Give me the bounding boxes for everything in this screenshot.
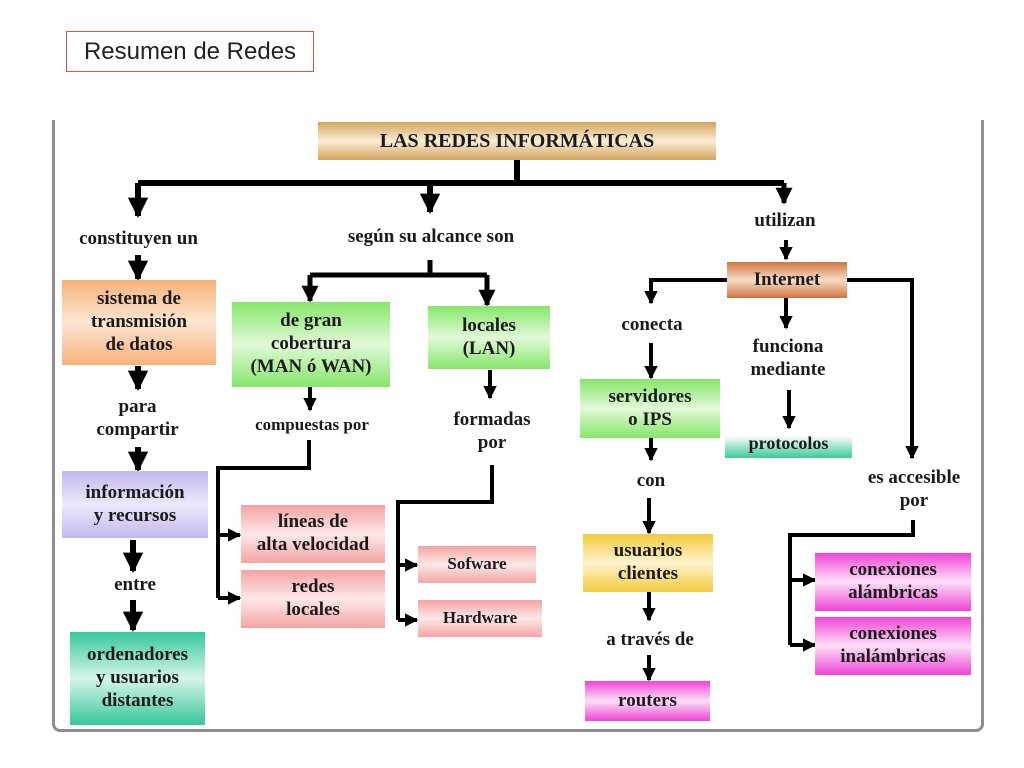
node-hardware: Hardware bbox=[418, 600, 542, 637]
node-sistema: sistema de transmisión de datos bbox=[62, 280, 216, 365]
label-conecta: conecta bbox=[621, 313, 683, 335]
node-protocolos: protocolos bbox=[725, 430, 852, 458]
label-atraves: a través de bbox=[606, 628, 694, 650]
root-node: LAS REDES INFORMÁTICAS bbox=[318, 122, 716, 160]
label-entre: entre bbox=[114, 573, 156, 595]
node-sofware: Sofware bbox=[418, 546, 536, 583]
label-constituyen: constituyen un bbox=[79, 227, 198, 249]
label-utilizan: utilizan bbox=[754, 209, 816, 231]
node-routers: routers bbox=[585, 681, 710, 721]
node-gran-cobertura: de gran cobertura (MAN ó WAN) bbox=[232, 302, 390, 387]
connector-internet-left bbox=[644, 278, 727, 305]
node-ordenadores: ordenadores y usuarios distantes bbox=[70, 632, 205, 725]
label-formadas: formadas por bbox=[453, 409, 531, 453]
node-internet: Internet bbox=[727, 262, 847, 298]
slide-title: Resumen de Redes bbox=[66, 31, 314, 72]
node-lineas: líneas de alta velocidad bbox=[241, 505, 385, 563]
connector-formadas bbox=[396, 465, 494, 620]
node-locales-lan: locales (LAN) bbox=[428, 306, 550, 369]
label-funciona: funciona mediante bbox=[750, 336, 826, 380]
label-para: para compartir bbox=[96, 396, 179, 440]
node-informacion: información y recursos bbox=[62, 471, 208, 538]
diagram-frame bbox=[52, 120, 984, 732]
connector-internet-right bbox=[847, 278, 919, 460]
node-conexiones-alambricas: conexiones alámbricas bbox=[815, 553, 971, 611]
node-servidores: servidores o IPS bbox=[580, 379, 720, 438]
node-usuarios-clientes: usuarios clientes bbox=[583, 534, 713, 592]
label-alcance: según su alcance son bbox=[347, 225, 515, 247]
label-con: con bbox=[636, 469, 666, 491]
node-conexiones-inalambricas: conexiones inalámbricas bbox=[815, 617, 971, 675]
connector-accesible bbox=[788, 520, 915, 645]
label-compuestas: compuestas por bbox=[255, 414, 369, 434]
node-redes-locales: redes locales bbox=[241, 570, 385, 628]
label-accesible: es accesible por bbox=[867, 467, 961, 511]
